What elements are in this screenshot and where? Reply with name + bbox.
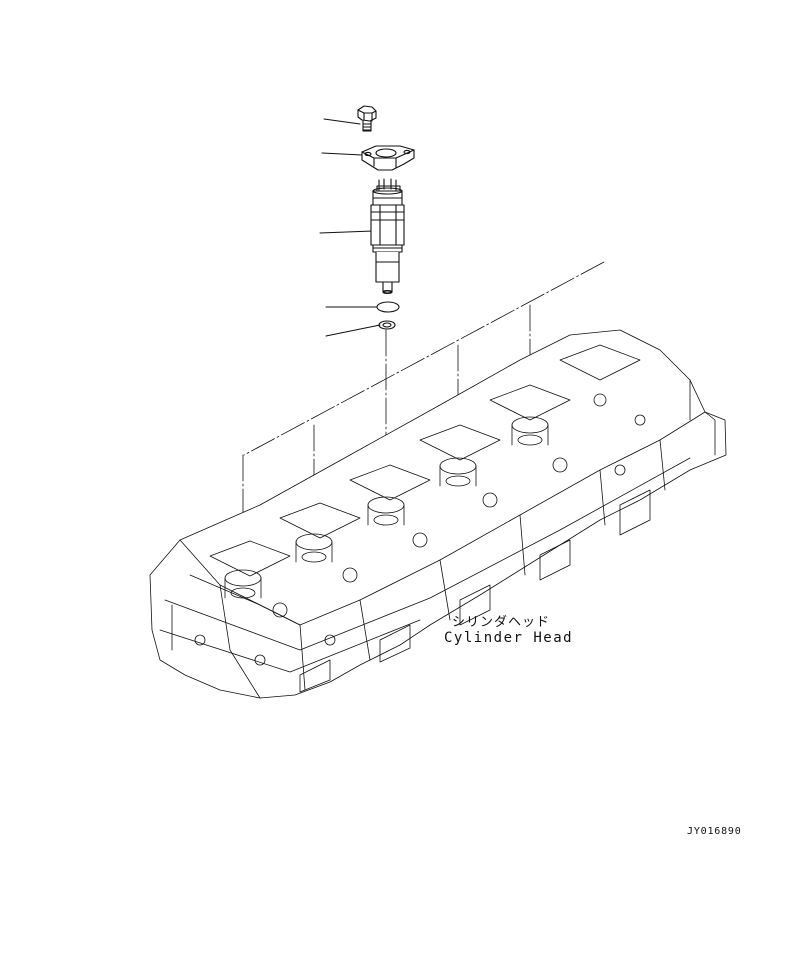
- leader-lines: [319, 118, 381, 337]
- cylinder-head-icon: [149, 329, 727, 699]
- injector-clamp-icon: [361, 145, 415, 171]
- o-ring-icon: [376, 301, 400, 313]
- cylinder-head-bosses: [224, 416, 549, 599]
- cylinder-head-label-english: Cylinder Head: [444, 630, 574, 646]
- leader-injector: [319, 230, 374, 234]
- leader-clamp: [321, 152, 363, 156]
- cylinder-head-details: [171, 344, 716, 693]
- leader-washer: [325, 324, 381, 337]
- cylinder-head-label-japanese: シリンダヘッド: [452, 615, 551, 630]
- drawing-code: JY016890: [687, 826, 742, 837]
- leader-bolt: [323, 118, 361, 125]
- sealing-washer-icon: [378, 320, 396, 330]
- fuel-injector-icon: [370, 178, 405, 295]
- bolt-icon: [357, 105, 377, 132]
